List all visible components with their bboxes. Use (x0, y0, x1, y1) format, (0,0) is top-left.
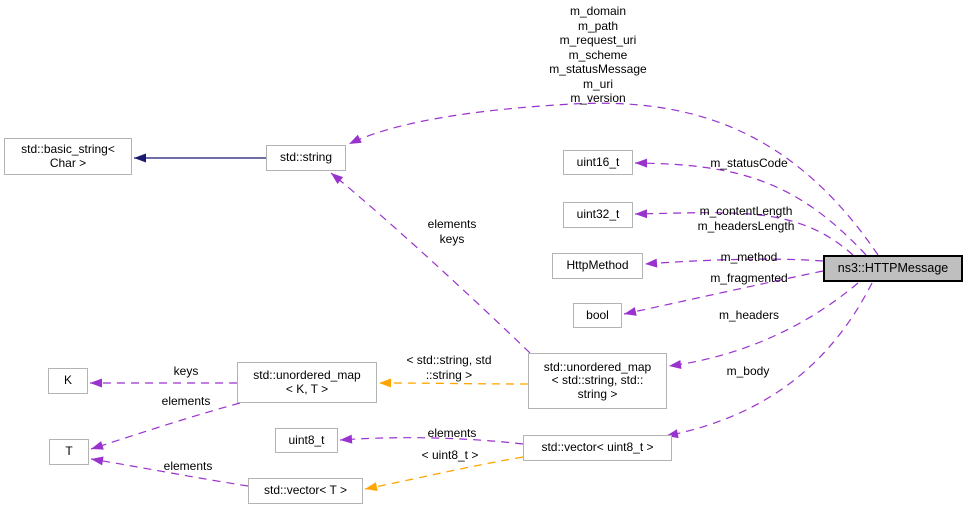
edge-label-elements-vector-t: elements (163, 459, 213, 473)
edge-label-m-headers: m_headers (718, 308, 780, 322)
edge-label-m-body: m_body (726, 364, 770, 378)
edge-label-m-statusCode: m_statusCode (710, 156, 788, 170)
node-std-basic-string[interactable]: std::basic_string< Char > (4, 138, 132, 175)
edge-map-kt-elements (90, 402, 241, 450)
edge-label-m-method: m_method (720, 250, 778, 264)
edge-m-fragmented (623, 270, 824, 316)
edge-vector-t-elements (90, 456, 249, 487)
node-std-string[interactable]: std::string (266, 145, 346, 171)
node-uint16-t[interactable]: uint16_t (563, 150, 633, 175)
edge-label-m-fragmented: m_fragmented (710, 271, 788, 285)
node-http-method[interactable]: HttpMethod (552, 253, 643, 279)
edge-label-elements-keys: elements keys (427, 217, 477, 246)
edge-m-string-members (348, 102, 879, 256)
edge-template-vector (364, 456, 524, 492)
edge-m-method (644, 258, 824, 268)
node-t[interactable]: T (49, 439, 89, 465)
node-unordered-map-string-string[interactable]: std::unordered_map < std::string, std:: … (528, 353, 667, 409)
node-uint32-t[interactable]: uint32_t (563, 202, 633, 228)
edge-map-string-elements-keys (330, 172, 531, 354)
edge-label-elements-vector-uint8: elements (427, 426, 477, 440)
edge-m-headers (668, 282, 859, 369)
edge-m-body (665, 282, 873, 439)
node-unordered-map-k-t[interactable]: std::unordered_map < K, T > (237, 362, 377, 403)
edge-label-keys: keys (173, 364, 199, 378)
edge-label-string-members: m_domain m_path m_request_uri m_scheme m… (549, 4, 647, 105)
edge-m-statusCode (634, 158, 867, 256)
node-k[interactable]: K (48, 368, 88, 394)
edge-label-template-args-map: < std::string, std ::string > (406, 353, 492, 382)
node-bool[interactable]: bool (573, 303, 622, 328)
edge-label-m-contentLength: m_contentLength m_headersLength (697, 204, 795, 233)
node-ns3-httpmessage[interactable]: ns3::HTTPMessage (823, 255, 963, 282)
edge-label-template-args-vector: < uint8_t > (421, 448, 479, 462)
edge-label-elements-map: elements (161, 394, 211, 408)
node-uint8-t[interactable]: uint8_t (275, 428, 338, 453)
edge-m-contentLength (634, 209, 854, 256)
node-std-vector-t[interactable]: std::vector< T > (248, 478, 363, 504)
edge-template-unordered-map (378, 378, 529, 388)
node-std-vector-uint8-t[interactable]: std::vector< uint8_t > (523, 435, 672, 461)
